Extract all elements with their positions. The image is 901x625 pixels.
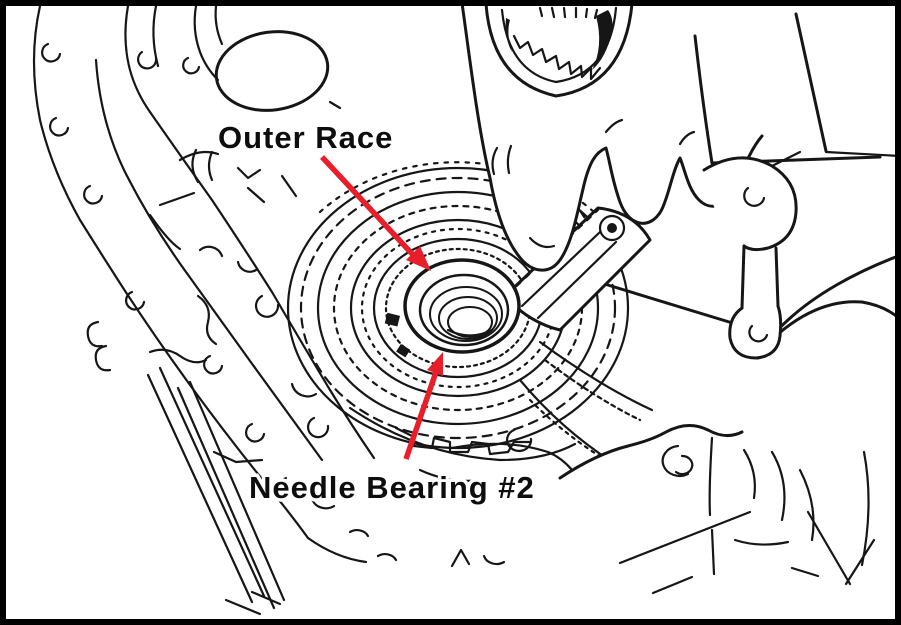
- needle-bearing-arrow: [403, 352, 443, 460]
- technician-hand-right: [558, 253, 901, 605]
- drum-bell-flare: [518, 340, 654, 464]
- needle-bearing-label: Needle Bearing #2: [249, 470, 535, 505]
- outer-race-arrow: [319, 155, 431, 271]
- outer-race-label: Outer Race: [218, 120, 393, 155]
- held-gear-part: [484, 2, 634, 98]
- mount-bracket: [702, 150, 802, 360]
- race-bore: [429, 286, 503, 342]
